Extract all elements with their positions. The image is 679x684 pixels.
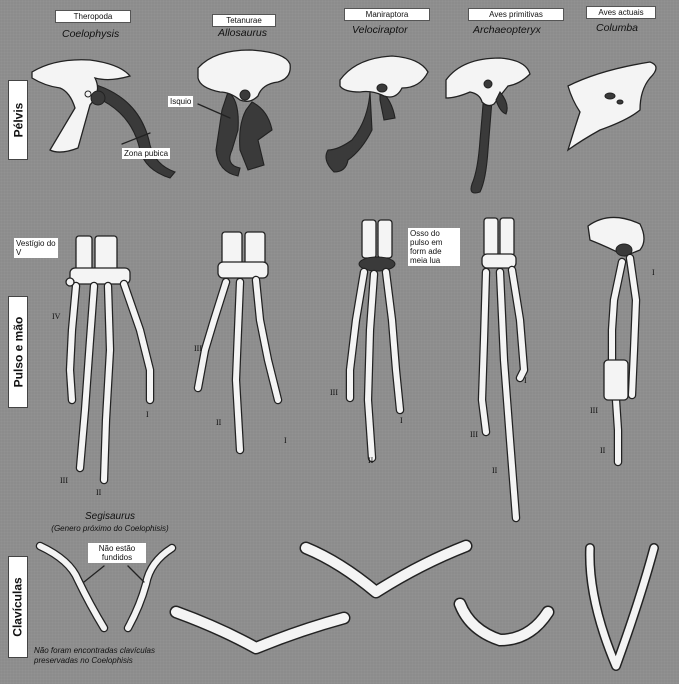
taxon-label-2: Allosaurus	[218, 27, 267, 39]
digit-i-coelophysis: I	[146, 410, 149, 419]
digit-ii-coelophysis: II	[96, 488, 101, 497]
digit-i-allosaurus: I	[284, 436, 287, 445]
isquio-label: Isquio	[168, 96, 193, 107]
row-label-wrist-hand: Pulso e mão	[8, 296, 28, 408]
pelvis-allosaurus	[198, 50, 290, 176]
osso-pulso-label: Osso do pulso em form ade meia lua	[408, 228, 460, 266]
pelvis-columba	[568, 62, 656, 150]
digit-iii-coelophysis: III	[60, 476, 68, 485]
pelvis-velociraptor	[326, 56, 428, 172]
taxon-label-1: Coelophysis	[62, 28, 119, 40]
row-label-clavicles: Clavículas	[8, 556, 28, 658]
clavicle-velociraptor	[306, 546, 466, 592]
hand-columba	[588, 217, 644, 462]
digit-i-columba: I	[652, 268, 655, 277]
row-label-pelvis: Pélvis	[8, 80, 28, 160]
digit-iii-allosaurus: III	[194, 344, 202, 353]
pelvis-archaeopteryx	[446, 58, 530, 193]
no-clavicle-note: Não foram encontradas clavículas preserv…	[34, 646, 186, 666]
row-label-pelvis-text: Pélvis	[11, 103, 25, 138]
nao-fundidos-label: Não estão fundidos	[88, 543, 146, 563]
digit-ii-archaeopteryx: II	[492, 466, 497, 475]
taxon-label-3: Velociraptor	[352, 24, 408, 36]
zona-pubica-label: Zona pubica	[122, 148, 170, 159]
taxon-label-5: Columba	[596, 22, 638, 34]
nao-fundidos-arrow-left	[84, 566, 104, 582]
clavicle-allosaurus	[176, 612, 344, 648]
hand-archaeopteryx	[482, 218, 524, 518]
pelvis-coelophysis	[32, 60, 175, 178]
digit-iv-coelophysis: IV	[52, 312, 60, 321]
hand-coelophysis	[66, 236, 150, 480]
digit-i-velociraptor: I	[400, 416, 403, 425]
digit-ii-velociraptor: II	[368, 456, 373, 465]
group-label-5: Aves actuais	[586, 6, 656, 19]
hand-allosaurus	[198, 232, 278, 450]
group-label-4: Aves primitivas	[468, 8, 564, 21]
digit-ii-columba: II	[600, 446, 605, 455]
group-label-2: Tetanurae	[212, 14, 276, 27]
digit-iii-velociraptor: III	[330, 388, 338, 397]
group-label-1: Theropoda	[55, 10, 131, 23]
group-label-3: Maniraptora	[344, 8, 430, 21]
digit-iii-columba: III	[590, 406, 598, 415]
segisaurus-note: (Genero próximo do Coelophisis)	[30, 524, 190, 534]
clavicle-columba	[590, 548, 654, 666]
taxon-label-4: Archaeopteryx	[473, 24, 541, 36]
digit-ii-allosaurus: II	[216, 418, 221, 427]
nao-fundidos-arrow-right	[128, 566, 144, 582]
row-label-clavicles-text: Clavículas	[11, 577, 25, 636]
clavicle-archaeopteryx	[460, 604, 548, 640]
digit-iii-archaeopteryx: III	[470, 430, 478, 439]
segisaurus-name: Segisaurus	[36, 512, 184, 522]
digit-i-archaeopteryx: I	[524, 376, 527, 385]
hand-velociraptor	[350, 220, 400, 458]
vestigio-label: Vestígio do V	[14, 238, 58, 258]
row-label-wrist-hand-text: Pulso e mão	[11, 317, 25, 388]
